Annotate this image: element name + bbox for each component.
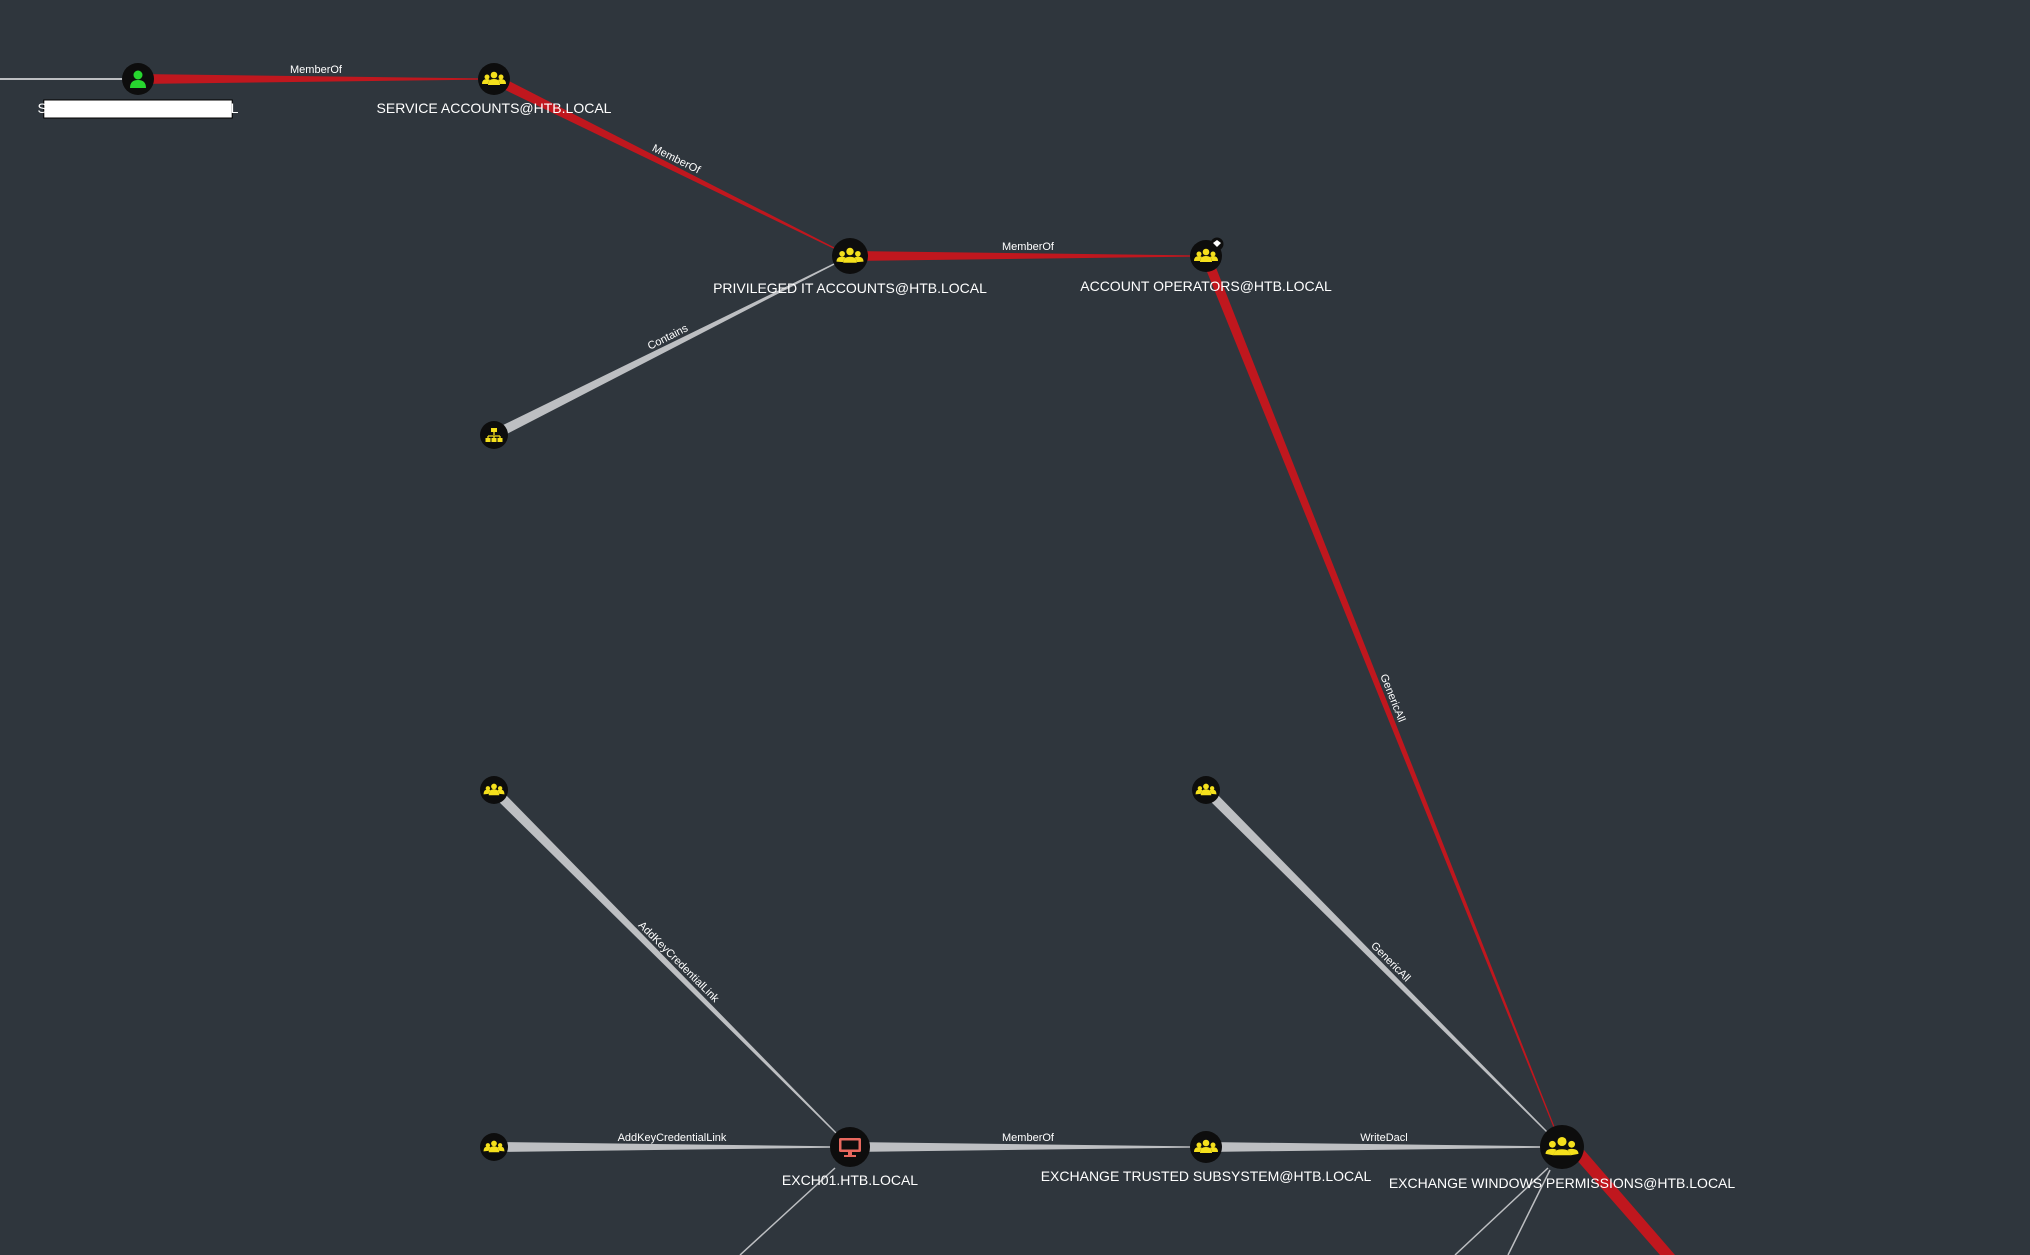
offscreen-edges bbox=[0, 78, 1675, 1255]
user-icon bbox=[130, 70, 146, 88]
edge-label: MemberOf bbox=[290, 64, 343, 76]
node-label: EXCHANGE TRUSTED SUBSYSTEM@HTB.LOCAL bbox=[1041, 1168, 1372, 1184]
node-ou-node[interactable] bbox=[480, 421, 508, 449]
edge-label: WriteDacl bbox=[1360, 1132, 1407, 1144]
edge-memberof[interactable] bbox=[491, 74, 851, 257]
edge-memberof[interactable] bbox=[850, 251, 1206, 261]
group-icon bbox=[483, 1140, 505, 1153]
edge-contains[interactable] bbox=[491, 255, 851, 440]
node-label: PRIVILEGED IT ACCOUNTS@HTB.LOCAL bbox=[713, 280, 987, 296]
node-label: ACCOUNT OPERATORS@HTB.LOCAL bbox=[1080, 278, 1332, 294]
edge-label: AddKeyCredentialLink bbox=[618, 1132, 727, 1144]
edge-addkeycredentiallink[interactable] bbox=[494, 1142, 850, 1152]
node-label: SVC-ALFRESCO@HTB.LOCAL bbox=[38, 100, 239, 116]
node-exchange-trusted[interactable]: EXCHANGE TRUSTED SUBSYSTEM@HTB.LOCAL bbox=[1041, 1131, 1372, 1184]
node-circle bbox=[1540, 1125, 1584, 1169]
edge-genericall[interactable] bbox=[1202, 786, 1563, 1148]
edge-addkeycredentiallink[interactable] bbox=[490, 786, 851, 1148]
edge-writedacl[interactable] bbox=[1206, 1142, 1562, 1152]
node-circle bbox=[832, 238, 868, 274]
node-svc-alfresco[interactable]: SVC-ALFRESCO@HTB.LOCAL bbox=[38, 63, 239, 119]
high-value-diamond-icon bbox=[1210, 237, 1224, 251]
node-account-operators[interactable]: ACCOUNT OPERATORS@HTB.LOCAL bbox=[1080, 237, 1332, 295]
edge-label: AddKeyCredentialLink bbox=[636, 919, 722, 1005]
edge-label: MemberOf bbox=[1002, 1132, 1055, 1144]
node-label: SERVICE ACCOUNTS@HTB.LOCAL bbox=[377, 100, 612, 116]
node-exchange-windows[interactable]: EXCHANGE WINDOWS PERMISSIONS@HTB.LOCAL bbox=[1389, 1125, 1736, 1191]
group-icon bbox=[1195, 783, 1217, 796]
node-label: EXCHANGE WINDOWS PERMISSIONS@HTB.LOCAL bbox=[1389, 1175, 1736, 1191]
group-icon bbox=[836, 247, 864, 263]
node-label: EXCH01.HTB.LOCAL bbox=[782, 1172, 918, 1188]
edge-label: MemberOf bbox=[1002, 241, 1055, 253]
edge-genericall[interactable] bbox=[1201, 254, 1563, 1148]
node-privileged-it[interactable]: PRIVILEGED IT ACCOUNTS@HTB.LOCAL bbox=[713, 238, 987, 296]
edge-memberof[interactable] bbox=[138, 74, 494, 84]
group-icon bbox=[1194, 1139, 1218, 1153]
group-icon bbox=[1545, 1136, 1579, 1156]
node-service-accounts[interactable]: SERVICE ACCOUNTS@HTB.LOCAL bbox=[377, 63, 612, 116]
node-group-left-mid[interactable] bbox=[480, 776, 508, 804]
computer-icon bbox=[839, 1138, 861, 1157]
edge-memberof[interactable] bbox=[850, 1142, 1206, 1152]
ou-icon bbox=[485, 428, 503, 442]
node-group-right-mid[interactable] bbox=[1192, 776, 1220, 804]
selected-label-bg bbox=[43, 99, 233, 119]
group-icon bbox=[483, 783, 505, 796]
node-group-left-bottom[interactable] bbox=[480, 1133, 508, 1161]
group-icon bbox=[1194, 248, 1218, 262]
group-icon bbox=[482, 71, 506, 85]
node-exch01[interactable]: EXCH01.HTB.LOCAL bbox=[782, 1127, 918, 1188]
